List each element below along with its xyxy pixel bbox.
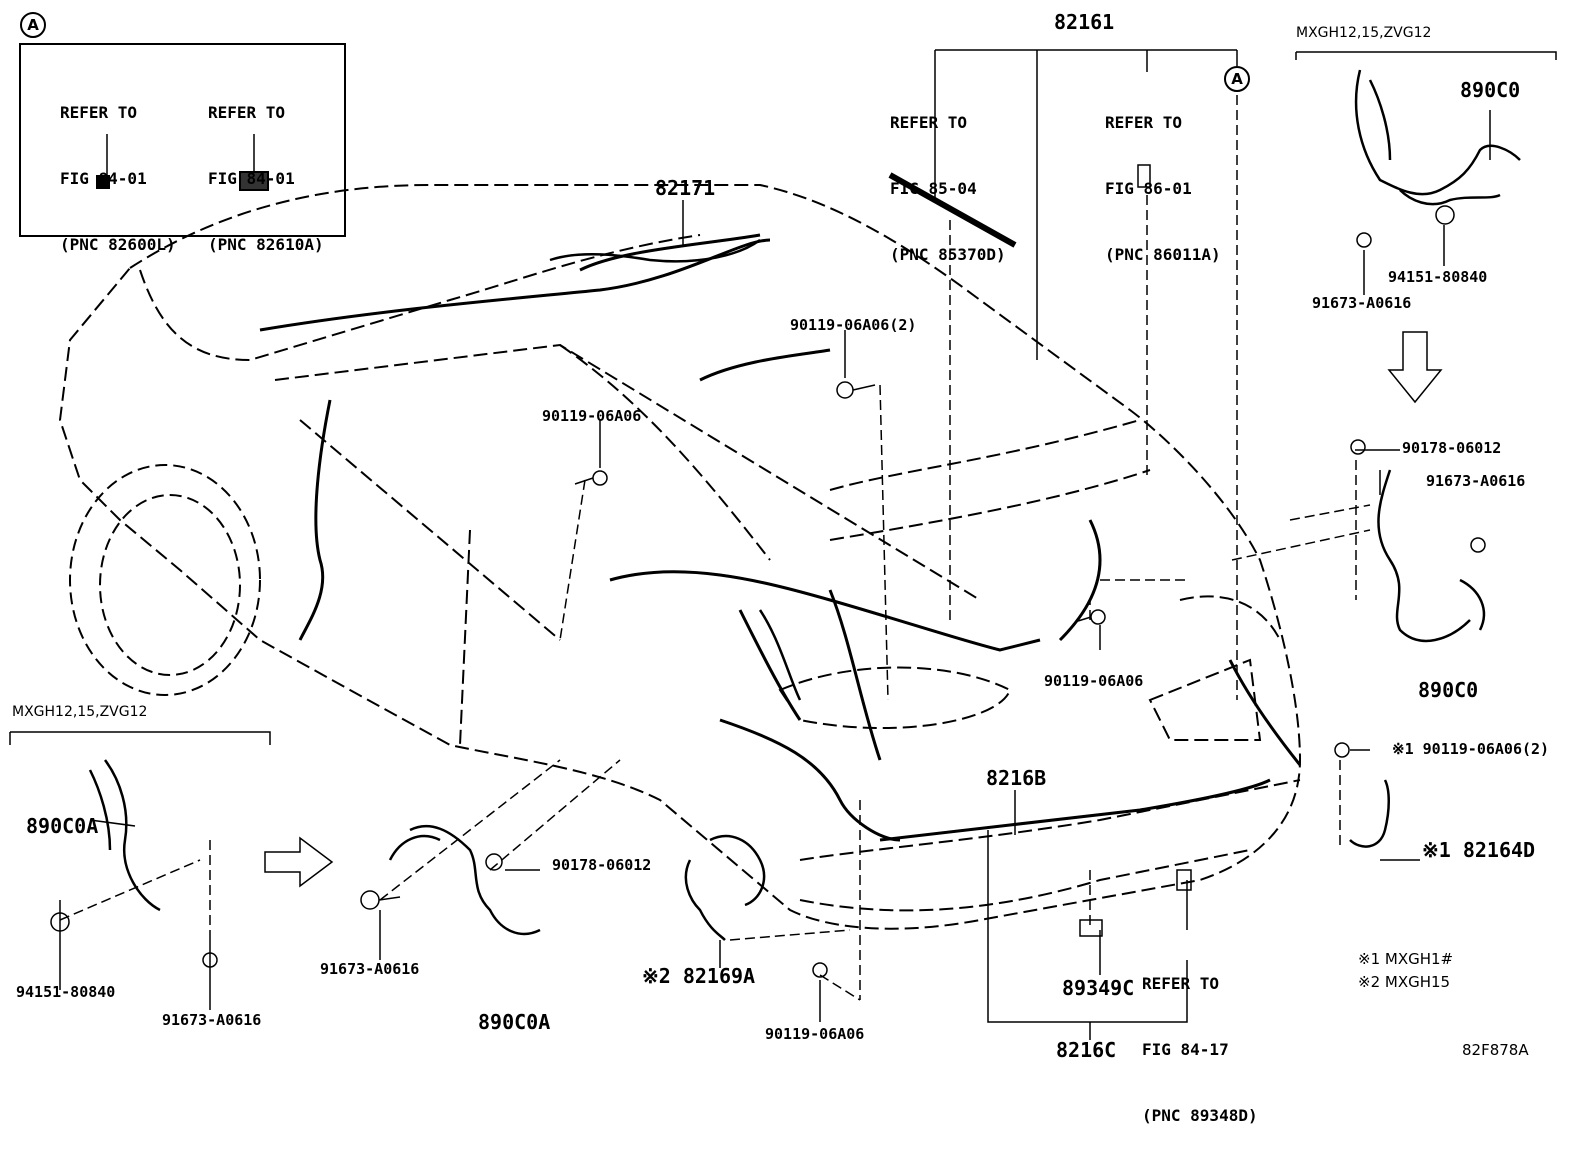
inset-marker-a: A: [20, 12, 46, 38]
part-890C0A-mid: 890C0A: [478, 1010, 551, 1034]
ref-fig8417-line2: FIG 84-17: [1142, 1040, 1229, 1059]
part-91673-left: 91673-A0616: [162, 1011, 262, 1029]
ref-fig-86-01: REFER TO FIG 86-01 (PNC 86011A): [1105, 68, 1221, 288]
inset-ref-1: REFER TO FIG 84-01 (PNC 82600L): [60, 58, 176, 278]
model-note-right: MXGH12,15,ZVG12: [1296, 25, 1432, 41]
ref-fig8417-line3: (PNC 89348D): [1142, 1106, 1258, 1125]
ref-marker-a: A: [1224, 66, 1250, 92]
note-1: ※1 MXGH1#: [1358, 950, 1454, 968]
ref-fig86-line2: FIG 86-01: [1105, 179, 1192, 198]
part-890C0-top: 890C0: [1460, 78, 1521, 102]
part-82161: 82161: [1054, 10, 1115, 34]
ref-fig86-line1: REFER TO: [1105, 113, 1183, 132]
inset-ref-1-line2: FIG 84-01: [60, 169, 147, 188]
part-89349C: 89349C: [1062, 976, 1135, 1000]
ref-fig85-line2: FIG 85-04: [890, 179, 977, 198]
part-90119-b: 90119-06A06: [542, 407, 642, 425]
part-890C0A-left: 890C0A: [26, 814, 99, 838]
ref-fig86-line3: (PNC 86011A): [1105, 245, 1221, 264]
part-90119-e: ※1 90119-06A06(2): [1392, 740, 1550, 758]
part-82169A: ※2 82169A: [642, 964, 756, 988]
ref-fig-84-17: REFER TO FIG 84-17 (PNC 89348D): [1142, 929, 1258, 1149]
inset-ref-2-line1: REFER TO: [208, 103, 286, 122]
part-90178-mid: 90178-06012: [552, 856, 652, 874]
drawing-code: 82F878A: [1462, 1041, 1529, 1059]
ref-fig-85-04: REFER TO FIG 85-04 (PNC 85370D): [890, 68, 1006, 288]
part-8216C: 8216C: [1056, 1038, 1117, 1062]
part-90119-a: 90119-06A06(2): [790, 316, 917, 334]
part-91673-right: 91673-A0616: [1426, 472, 1526, 490]
part-90178-right: 90178-06012: [1402, 439, 1502, 457]
wiring-harness-diagram: [9, 43, 1557, 1040]
note-2: ※2 MXGH15: [1358, 973, 1451, 991]
down-arrow-icon: [1387, 331, 1443, 404]
ref-fig85-line3: (PNC 85370D): [890, 245, 1006, 264]
right-arrow-icon: [264, 836, 334, 888]
inset-ref-1-line3: (PNC 82600L): [60, 235, 176, 254]
part-91673-topright: 91673-A0616: [1312, 294, 1412, 312]
part-90119-c: 90119-06A06: [1044, 672, 1144, 690]
inset-ref-2: REFER TO FIG 84-01 (PNC 82610A): [208, 58, 324, 278]
inset-ref-2-line3: (PNC 82610A): [208, 235, 324, 254]
model-note-left: MXGH12,15,ZVG12: [12, 704, 148, 720]
part-82171: 82171: [655, 176, 716, 200]
part-82164D: ※1 82164D: [1422, 838, 1536, 862]
ref-fig85-line1: REFER TO: [890, 113, 968, 132]
inset-box: [19, 43, 346, 237]
part-94151-left: 94151-80840: [16, 983, 116, 1001]
part-890C0-bottom: 890C0: [1418, 678, 1479, 702]
part-90119-d: 90119-06A06: [765, 1025, 865, 1043]
ref-fig8417-line1: REFER TO: [1142, 974, 1220, 993]
part-94151-right: 94151-80840: [1388, 268, 1488, 286]
inset-ref-2-line2: FIG 84-01: [208, 169, 295, 188]
inset-ref-1-line1: REFER TO: [60, 103, 138, 122]
part-91673-mid: 91673-A0616: [320, 960, 420, 978]
part-8216B: 8216B: [986, 766, 1047, 790]
